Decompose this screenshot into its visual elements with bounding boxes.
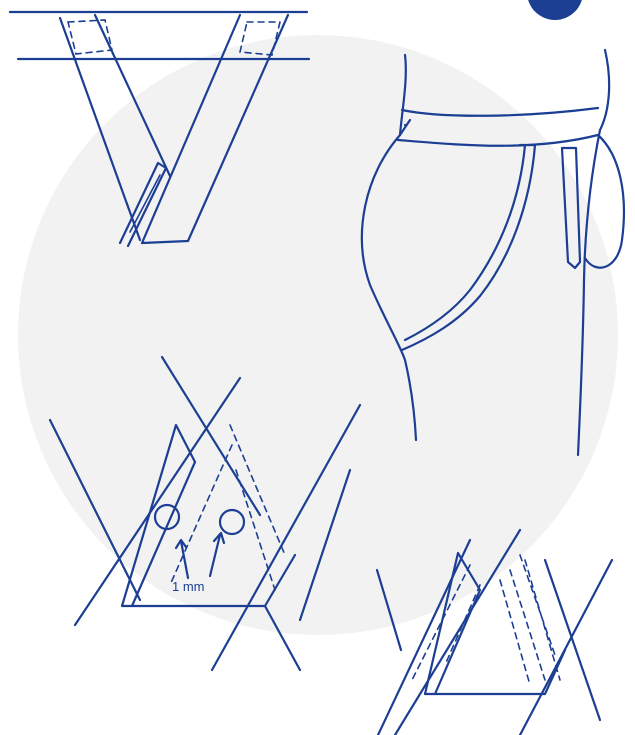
background-circle: [18, 35, 618, 635]
measure-label: 1 mm: [172, 579, 205, 594]
corner-badge-icon: [527, 0, 583, 20]
